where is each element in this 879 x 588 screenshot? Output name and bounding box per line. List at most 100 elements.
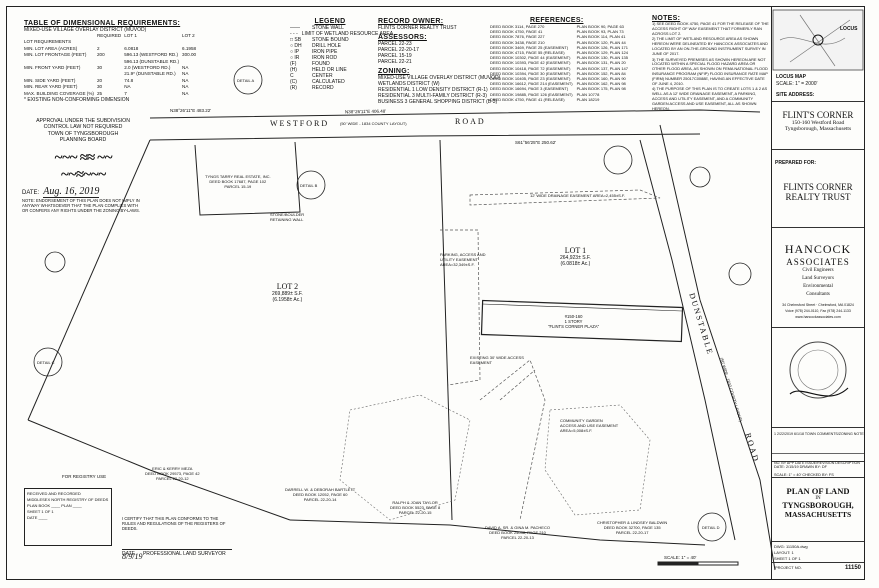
locus-cell: LOCUS LOCUS MAP SCALE: 1" = 2000' SITE A… [772,6,864,102]
registry-line: PLAN BOOK ____ PLAN ____ [27,503,82,508]
scale-bar-graphic [657,561,739,566]
legend-symbol: ○ IP [290,49,300,55]
note-item: 2) THE LIMIT OF WETLAND RESOURCE AREA AS… [652,36,768,56]
reference-plan: PLAN BOOK 126, PLAN 171 [576,44,628,50]
building-footprint [480,299,684,343]
detail-circle-h [44,251,66,273]
prepared-for-label: PREPARED FOR: [775,160,817,166]
lot1-area-ac: (6.0818± Ac.) [560,261,591,267]
dimensional-cell-label: MAX. BUILDING COVERAGE (%) [24,90,94,96]
firm-web: www.hancockassociates.com [795,315,841,319]
reference-plan: PLAN BOOK 175, PLAN 98 [576,86,626,92]
abutter-taylor: RALPH & JOAN TAYLOR DEED BOOK 5523, PAGE… [390,500,441,515]
reference-deed: DEED BOOK 16694, PAGE 3 (EASEMENT) [490,86,569,92]
lot2-name: LOT 2 [276,282,299,291]
record-owner-title: RECORD OWNER: [378,18,444,25]
legend-text: FOUND [312,61,330,67]
dimensional-cell-label: MIN. LOT FRONTAGE (FEET) [24,52,87,58]
locus-scale: SCALE: 1" = 2000' [776,81,818,87]
reference-deed: DEED BOOK 3469, PAGE 25 (EASEMENT) [490,44,569,50]
detail-circle-g [697,512,727,542]
reference-plan: PLAN BOOK 160, PLAN 90 [576,76,626,82]
drain-easement-line [469,189,661,206]
legend-symbol: (H) [290,67,297,73]
reference-deed: DEED BOOK 10418, PAGE 72 (EASEMENT) [490,65,571,71]
detail-circle-a [233,65,263,95]
westford-road-sub: (50' WIDE - 1834 COUNTY LAYOUT) [340,121,407,126]
col-required: REQUIRED [96,33,122,38]
dimensional-table: TABLE OF DIMENSIONAL REQUIREMENTS: MIXED… [24,20,254,103]
revision-cell: 1 2/22/2019 6/1/18 TOWN COMMENTS/ZONING … [772,428,864,465]
note-item: 3) THE SURVEYED PREMISES AS SHOWN HEREON… [652,56,768,86]
reference-plan: PLAN 10778 [576,91,600,97]
reference-plan: PLAN BOOK 120, PLAN 44 [576,39,626,45]
project-cell: DWG: 11150A.dwg LAYOUT: 1 SHEET 1 OF 1 P… [772,542,864,580]
reference-deed: DEED BOOK 3114, PAGE 270 [490,24,545,29]
reference-deed: DEED BOOK 10393, PAGE 42 (EASEMENT) [490,60,571,66]
reference-deed: DEED BOOK 10394, PAGE 30 (EASEMENT) [490,70,571,76]
abutter-meza: ERIC & KERRY MEZA DEED BOOK 29573, PAGE … [145,466,200,481]
col-lot1: LOT 1 [124,33,137,38]
legend-item: (R)RECORD [290,85,370,91]
reference-deed: DEED BOOK 16612, PAGE 214 (EASEMENT) [490,81,573,87]
date-cell: DATE: 2/15/19 DRAWN BY: DF SCALE: 1" = 4… [772,462,864,478]
col-lot2: LOT 2 [182,33,195,38]
dimensional-table-title: TABLE OF DIMENSIONAL REQUIREMENTS: [24,20,181,27]
legend-item: (F)FOUND [290,61,370,67]
garden-easement-label: COMMUNITY GARDEN ACCESS AND USE EASEMENT… [560,418,619,433]
dimensional-cell-l2: NA [182,77,189,83]
dimensional-row: 21.9* (DUNSTABLE RD.)NA [24,71,199,77]
parking-easement-label: PARKING, ACCESS AND UTILITY EASEMENT ARE… [440,252,486,267]
legend-text: CENTER [312,73,333,79]
south-boundary [289,519,706,546]
firm-service: Land Surveyors [802,276,834,281]
lot1-area-sf: 264,923± S.F. [560,255,591,261]
zoning-item: MIXED-USE VILLAGE OVERLAY DISTRICT (MUVO… [378,75,501,81]
dimensional-cell-l1: 6.0818 [124,45,139,51]
approval-line: PLANNING BOARD [59,137,107,144]
legend-item: ——STONE WALL [290,25,370,31]
dimensional-footnote: * EXISTING NON-CONFORMING DIMENSION [24,97,130,104]
dunstable-road-east-line [659,124,776,571]
legend-item: (C)CALCULATED [290,79,370,85]
legend-symbol: ○ DH [290,43,302,49]
firm-service: Consultants [806,292,830,297]
scale-bar-label: SCALE: 1" = 40' [664,555,697,560]
dimensional-cell-l2: NA [182,65,189,71]
sheet-border [6,6,865,580]
approval-line: TOWN OF TYNGSBOROUGH [47,130,119,137]
legend-text: RECORD [312,85,334,91]
bearing-top-2: N38°26'11"E 483.22' [170,108,212,113]
reference-plan: PLAN BOOK 114, PLAN 41 [576,34,626,40]
approval-line: CONTROL LAW NOT REQUIRED [43,124,123,131]
certification-block: I CERTIFY THAT THIS PLAN CONFORMS TO THE… [122,516,232,561]
cert-date-value: 8/9/19 [122,552,143,561]
locus-caption: LOCUS MAP [776,74,806,80]
dimensional-row: LOT REQUIREMENTS [24,39,199,45]
dimensional-cell-l2: NA [182,90,189,96]
reference-plan: PLAN BOOK 162, PLAN 98 [576,81,626,87]
record-owner-block: RECORD OWNER: FLINTS CORNER REALTY TRUST… [378,18,501,105]
for-registry-use: FOR REGISTRY USE [62,474,107,479]
lot-division-line [439,139,453,521]
zoning-item: RESIDENTIAL 3 MULTI-FAMILY DISTRICT (R-3… [378,93,487,99]
legend-title: LEGEND [314,18,346,25]
dimensional-cell-req: 30 [96,65,103,71]
site-name: FLINT'S CORNER [782,110,854,120]
client-cell: PREPARED FOR: FLINTS CORNER REALTY TRUST [772,150,864,228]
detail-a-label: DETAIL A [237,78,255,83]
detail-b-label: DETAIL B [300,183,318,188]
sheet-count: SHEET 1 OF 1 [774,556,801,561]
assessors-title: ASSESSORS: [378,34,427,41]
dimensional-cell-req: 200 [96,52,105,58]
abutter-tyngs-tarry: TYNGS TARRY REAL ESTATE, INC. DEED BOOK … [205,174,271,189]
site-address-2: Tyngsborough, Massachusetts [784,126,852,132]
